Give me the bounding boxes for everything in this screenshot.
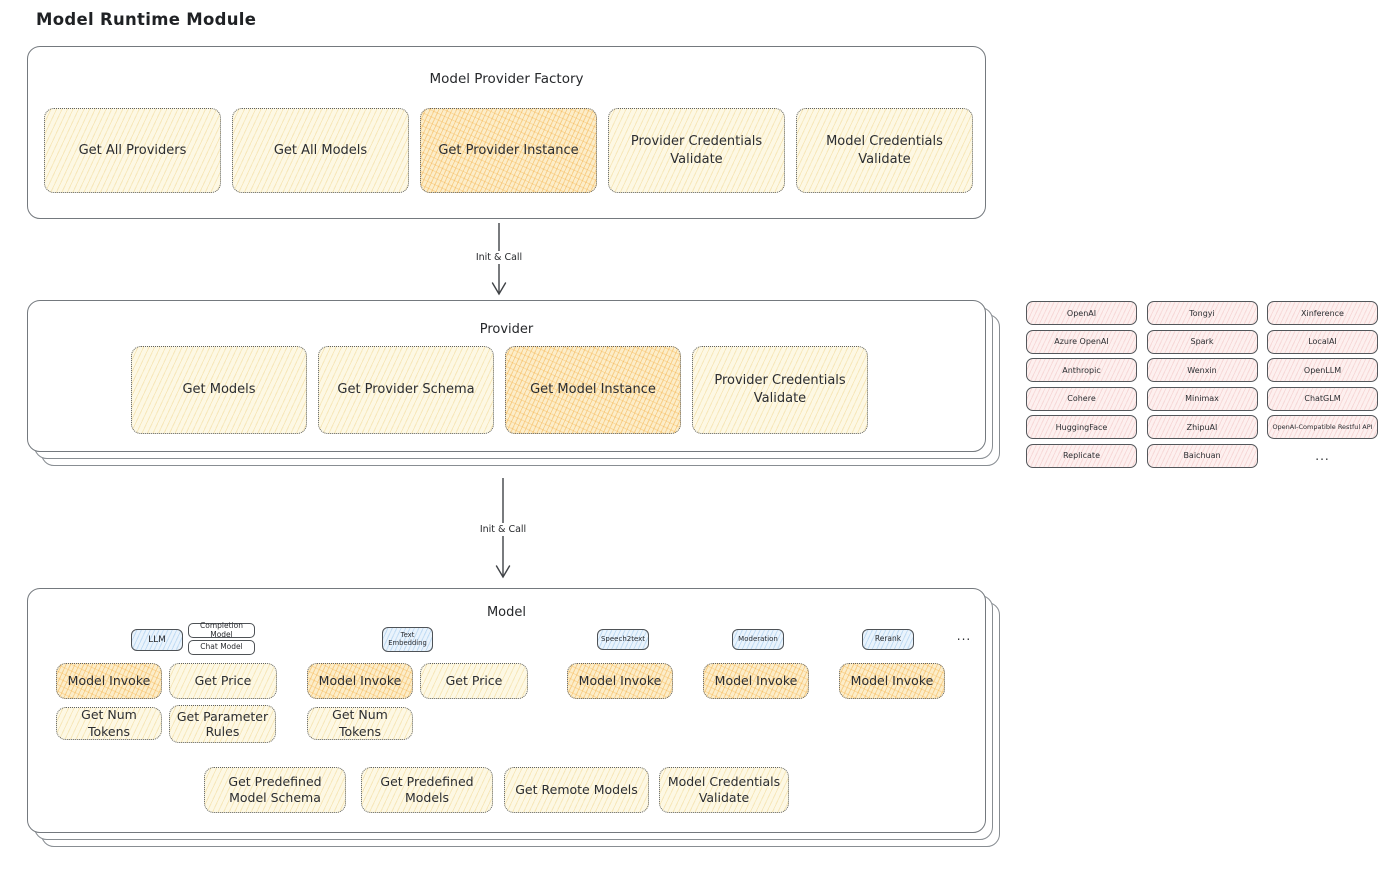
provider-chip-huggingface: HuggingFace xyxy=(1026,415,1137,439)
provider-chip-cohere: Cohere xyxy=(1026,386,1137,411)
tag-speech2text: Speech2text xyxy=(597,629,649,650)
provider-chip-openai: OpenAI xyxy=(1026,301,1137,325)
provider-implementations-grid: OpenAI Tongyi Xinference Azure OpenAI Sp… xyxy=(1026,301,1378,468)
diagram-title: Model Runtime Module xyxy=(36,10,257,29)
node-get-price-llm: Get Price xyxy=(169,663,277,699)
tag-completion-model: Completion Model xyxy=(188,621,255,638)
node-model-credentials-validate-model: Model Credentials Validate xyxy=(659,767,789,813)
node-get-remote-models: Get Remote Models xyxy=(504,767,649,813)
factory-panel: Model Provider Factory Get All Providers… xyxy=(27,46,986,219)
provider-chip-openllm: OpenLLM xyxy=(1267,358,1378,382)
model-title: Model xyxy=(486,605,527,620)
provider-chip-anthropic: Anthropic xyxy=(1026,358,1137,382)
node-get-num-tokens-llm: Get Num Tokens xyxy=(56,707,162,740)
provider-chip-wenxin: Wenxin xyxy=(1146,358,1258,382)
node-provider-credentials-validate-provider: Provider Credentials Validate xyxy=(692,346,868,434)
node-model-invoke-moderation: Model Invoke xyxy=(703,663,809,699)
node-get-price-text-embedding: Get Price xyxy=(420,663,528,699)
node-get-parameter-rules: Get Parameter Rules xyxy=(169,705,276,743)
provider-chip-azure-openai: Azure OpenAI xyxy=(1026,329,1137,354)
provider-chip-minimax: Minimax xyxy=(1146,386,1258,411)
provider-panel: Provider Get Models Get Provider Schema … xyxy=(27,300,986,452)
node-model-invoke-llm: Model Invoke xyxy=(56,663,162,699)
node-get-provider-schema: Get Provider Schema xyxy=(318,346,494,434)
node-get-predefined-model-schema: Get Predefined Model Schema xyxy=(204,767,346,813)
provider-chip-openai-compatible: OpenAI-Compatible Restful API xyxy=(1267,415,1378,439)
node-get-predefined-models: Get Predefined Models xyxy=(361,767,493,813)
node-get-model-instance: Get Model Instance xyxy=(505,346,681,434)
node-model-credentials-validate-factory: Model Credentials Validate xyxy=(796,108,973,193)
node-get-models: Get Models xyxy=(131,346,307,434)
model-types-ellipsis: ... xyxy=(956,629,972,643)
tag-chat-model: Chat Model xyxy=(188,640,255,655)
node-provider-credentials-validate-factory: Provider Credentials Validate xyxy=(608,108,785,193)
node-get-all-providers: Get All Providers xyxy=(44,108,221,193)
node-get-num-tokens-text-embedding: Get Num Tokens xyxy=(307,707,413,740)
arrow-label-init-call-2: Init & Call xyxy=(465,523,541,536)
tag-text-embedding: Text Embedding xyxy=(382,627,433,652)
tag-moderation: Moderation xyxy=(732,629,784,650)
provider-chip-replicate: Replicate xyxy=(1026,443,1137,468)
provider-title: Provider xyxy=(479,322,534,337)
node-model-invoke-rerank: Model Invoke xyxy=(839,663,945,699)
tag-rerank: Rerank xyxy=(862,629,914,650)
factory-title: Model Provider Factory xyxy=(429,71,584,87)
provider-chip-zhipuai: ZhipuAI xyxy=(1146,415,1258,439)
model-panel: Model LLM Completion Model Chat Model Te… xyxy=(27,588,986,833)
node-model-invoke-speech2text: Model Invoke xyxy=(567,663,673,699)
tag-llm: LLM xyxy=(131,629,183,651)
provider-chip-chatglm: ChatGLM xyxy=(1267,386,1378,411)
arrow-label-init-call-1: Init & Call xyxy=(461,251,537,264)
node-get-all-models: Get All Models xyxy=(232,108,409,193)
provider-chip-xinference: Xinference xyxy=(1267,301,1378,325)
provider-list-ellipsis: ... xyxy=(1315,448,1330,463)
provider-chip-localai: LocalAI xyxy=(1267,329,1378,354)
provider-chip-tongyi: Tongyi xyxy=(1146,301,1258,325)
node-get-provider-instance: Get Provider Instance xyxy=(420,108,597,193)
node-model-invoke-text-embedding: Model Invoke xyxy=(307,663,413,699)
provider-chip-spark: Spark xyxy=(1146,329,1258,354)
provider-chip-baichuan: Baichuan xyxy=(1146,443,1258,468)
